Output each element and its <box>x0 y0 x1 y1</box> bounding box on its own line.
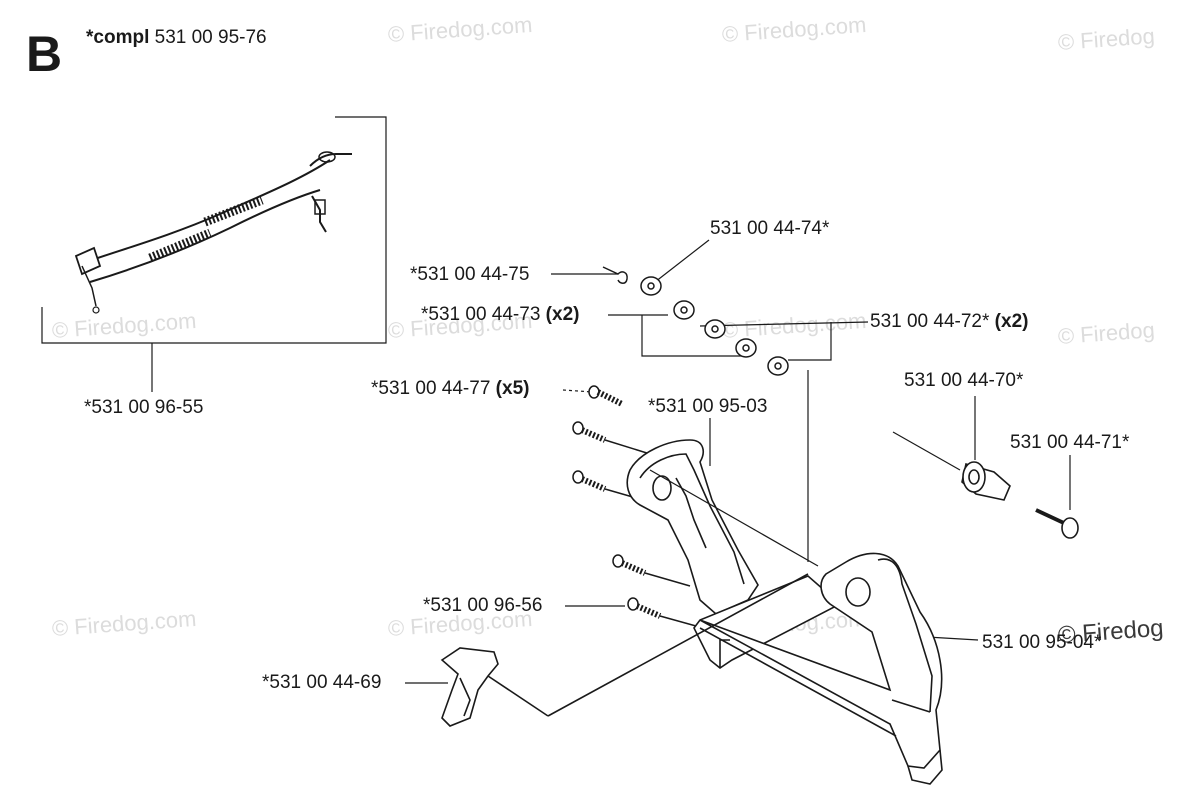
compl-part: 531 00 95-76 <box>154 27 267 48</box>
pin-part <box>1035 508 1079 539</box>
leader-lines <box>405 239 1071 684</box>
frame-part <box>693 552 943 785</box>
part-number: *531 00 44-77 <box>371 378 491 399</box>
clip-part <box>602 266 628 284</box>
part-label-knob: 531 00 44-70* <box>904 370 1024 391</box>
part-label-pin: 531 00 44-71* <box>1010 432 1130 453</box>
part-number: *531 00 44-73 <box>421 304 541 325</box>
part-label-washer-72: 531 00 44-72* (x2) <box>870 311 1028 333</box>
quantity: (x2) <box>994 311 1029 332</box>
part-label-frame: 531 00 95-04* <box>982 632 1102 653</box>
wire-harness <box>74 151 352 314</box>
part-label-handle: *531 00 95-03 <box>648 396 768 417</box>
part-number: 531 00 44-72* <box>870 311 990 332</box>
handle-part <box>626 439 819 615</box>
section-letter: B <box>26 26 63 82</box>
part-label-harness: *531 00 96-55 <box>84 397 204 418</box>
quantity: (x2) <box>545 304 580 325</box>
part-label-screw-77: *531 00 44-77 (x5) <box>371 378 529 400</box>
screws <box>572 385 697 627</box>
part-label-screw-56: *531 00 96-56 <box>423 595 543 616</box>
part-label-trigger: *531 00 44-69 <box>262 672 382 693</box>
quantity: (x5) <box>495 378 530 399</box>
part-label-washer-73: *531 00 44-73 (x2) <box>421 304 579 326</box>
harness-frame <box>41 116 387 392</box>
part-label-washer-74: 531 00 44-74* <box>710 218 830 239</box>
trigger-part <box>440 573 809 727</box>
washers <box>640 276 789 376</box>
compl-part-number: *compl 531 00 95-76 <box>86 27 267 49</box>
part-label-clip: *531 00 44-75 <box>410 264 530 285</box>
compl-label: *compl <box>86 27 150 48</box>
knob-part <box>961 461 1011 501</box>
